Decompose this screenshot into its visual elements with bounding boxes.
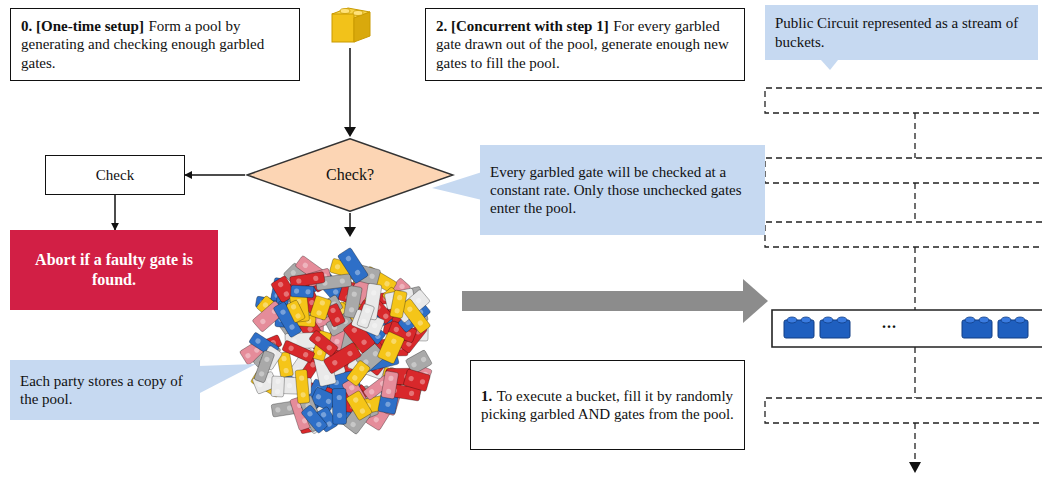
step-box: 2. [Concurrent with step 1]For every gar… xyxy=(425,8,745,81)
arrow-head xyxy=(344,227,356,237)
blue-brick xyxy=(820,317,850,338)
node-text: Check? xyxy=(326,166,374,183)
big-arrow xyxy=(462,291,744,311)
callout-note: Each party stores a copy of the pool. xyxy=(10,360,200,420)
node-text: Every garbled gate will be checked at a … xyxy=(490,164,742,217)
blue-brick xyxy=(998,317,1028,338)
brick xyxy=(271,376,285,397)
brick xyxy=(377,331,405,364)
node-text: Abort if a faulty gate is found. xyxy=(35,251,193,288)
flow-arrow xyxy=(349,213,351,228)
flow-arrow xyxy=(349,48,351,128)
node-text: Check xyxy=(96,167,134,183)
step-heading: 2. [Concurrent with step 1] xyxy=(436,18,609,34)
current-bucket xyxy=(772,310,1042,347)
step-box: 0. [One-time setup]Form a pool by genera… xyxy=(10,8,300,81)
process-box: Check xyxy=(45,155,185,195)
brick xyxy=(357,303,375,328)
brick xyxy=(291,285,315,298)
step-heading: 0. [One-time setup] xyxy=(21,18,144,34)
blue-brick xyxy=(962,317,992,338)
blue-brick xyxy=(784,317,814,338)
decision-diamond: Check? xyxy=(245,138,455,212)
brick xyxy=(310,295,332,320)
brick xyxy=(390,290,408,319)
lego-brick-icon xyxy=(332,8,370,42)
node-text: To execute a bucket, fill it by randomly… xyxy=(481,388,734,422)
bucket-stream xyxy=(765,88,1042,462)
big-arrow-head xyxy=(743,279,768,323)
brick xyxy=(403,369,430,392)
callout-pointer xyxy=(198,364,256,394)
brick xyxy=(337,247,368,283)
callout-note: Every garbled gate will be checked at a … xyxy=(480,145,765,235)
brick xyxy=(295,369,310,403)
brick xyxy=(282,340,315,363)
brick-pile xyxy=(239,247,432,434)
ellipsis-label: ... xyxy=(882,314,897,332)
abort-box: Abort if a faulty gate is found. xyxy=(10,230,218,310)
brick xyxy=(346,390,373,420)
arrow-head xyxy=(909,462,921,473)
flow-connector xyxy=(185,174,245,176)
brick xyxy=(301,405,328,434)
brick xyxy=(286,300,306,323)
brick xyxy=(346,360,371,387)
node-text: Public Circuit represented as a stream o… xyxy=(775,15,1018,49)
flow-connector xyxy=(114,195,116,230)
node-text: Each party stores a copy of the pool. xyxy=(20,373,183,407)
brick xyxy=(381,371,399,400)
step-box: 1.To execute a bucket, fill it by random… xyxy=(470,360,745,450)
arrow-head xyxy=(344,127,356,137)
brick xyxy=(332,388,346,424)
blue-bricks xyxy=(784,317,1028,338)
brick xyxy=(254,350,275,383)
callout-note: Public Circuit represented as a stream o… xyxy=(765,5,1038,60)
brick xyxy=(323,342,362,374)
step-heading: 1. xyxy=(481,388,492,404)
